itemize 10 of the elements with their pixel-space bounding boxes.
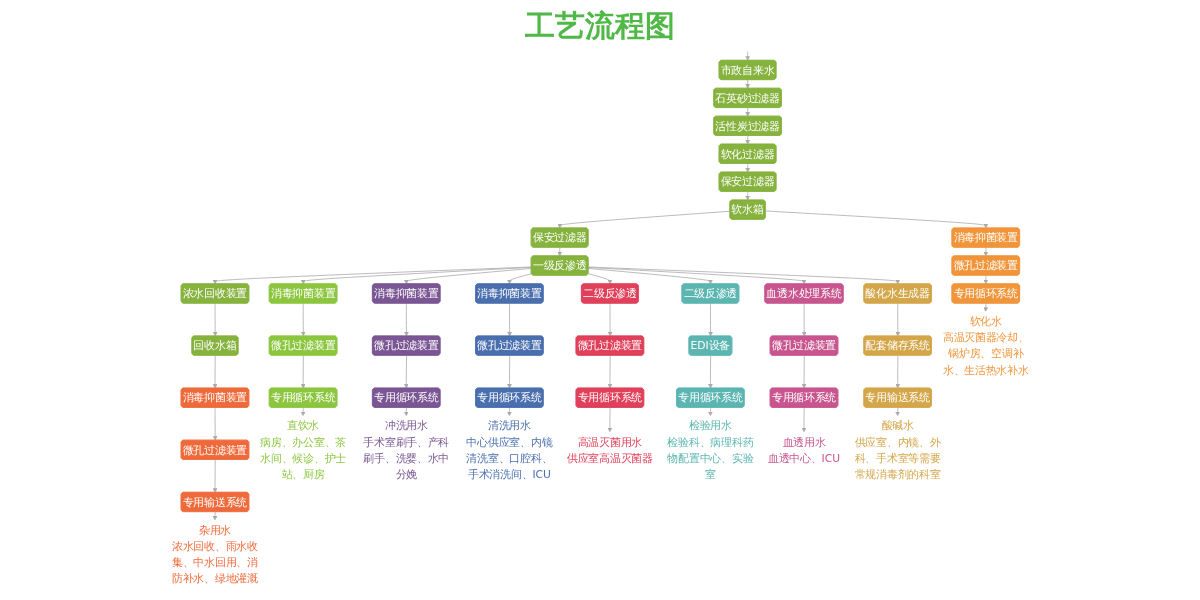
node-text: 高温灭菌用水 供应室高温灭菌器	[566, 435, 653, 465]
node-text: 血透用水 血透中心、ICU	[767, 435, 840, 465]
node-text: 软化水 高温灭菌器冷却、锅炉房、空调补水、生活热水补水	[942, 314, 1029, 377]
node-text: 清洗用水 中心供应室、内镜清洗室、口腔科、手术消洗间、ICU	[466, 419, 553, 481]
diagram-title: 工艺流程图	[525, 7, 675, 45]
node-text: 冲洗用水 手术室刷手、产科刷手、洗婴、水中分娩	[362, 419, 449, 481]
node-text: 直饮水 病房、办公室、茶水间、候诊、护士站、厨房	[259, 419, 346, 481]
node-text: 酸碱水 供应室、内镜、外科、手术室等需要常规消毒剂的科室	[854, 419, 941, 481]
node-text: 检验用水 检验科、病理科药物配置中心、实验室	[667, 419, 753, 481]
node-text: 杂用水 浓水回收、雨水收集、中水回用、消防补水、绿地灌溉	[171, 523, 258, 585]
